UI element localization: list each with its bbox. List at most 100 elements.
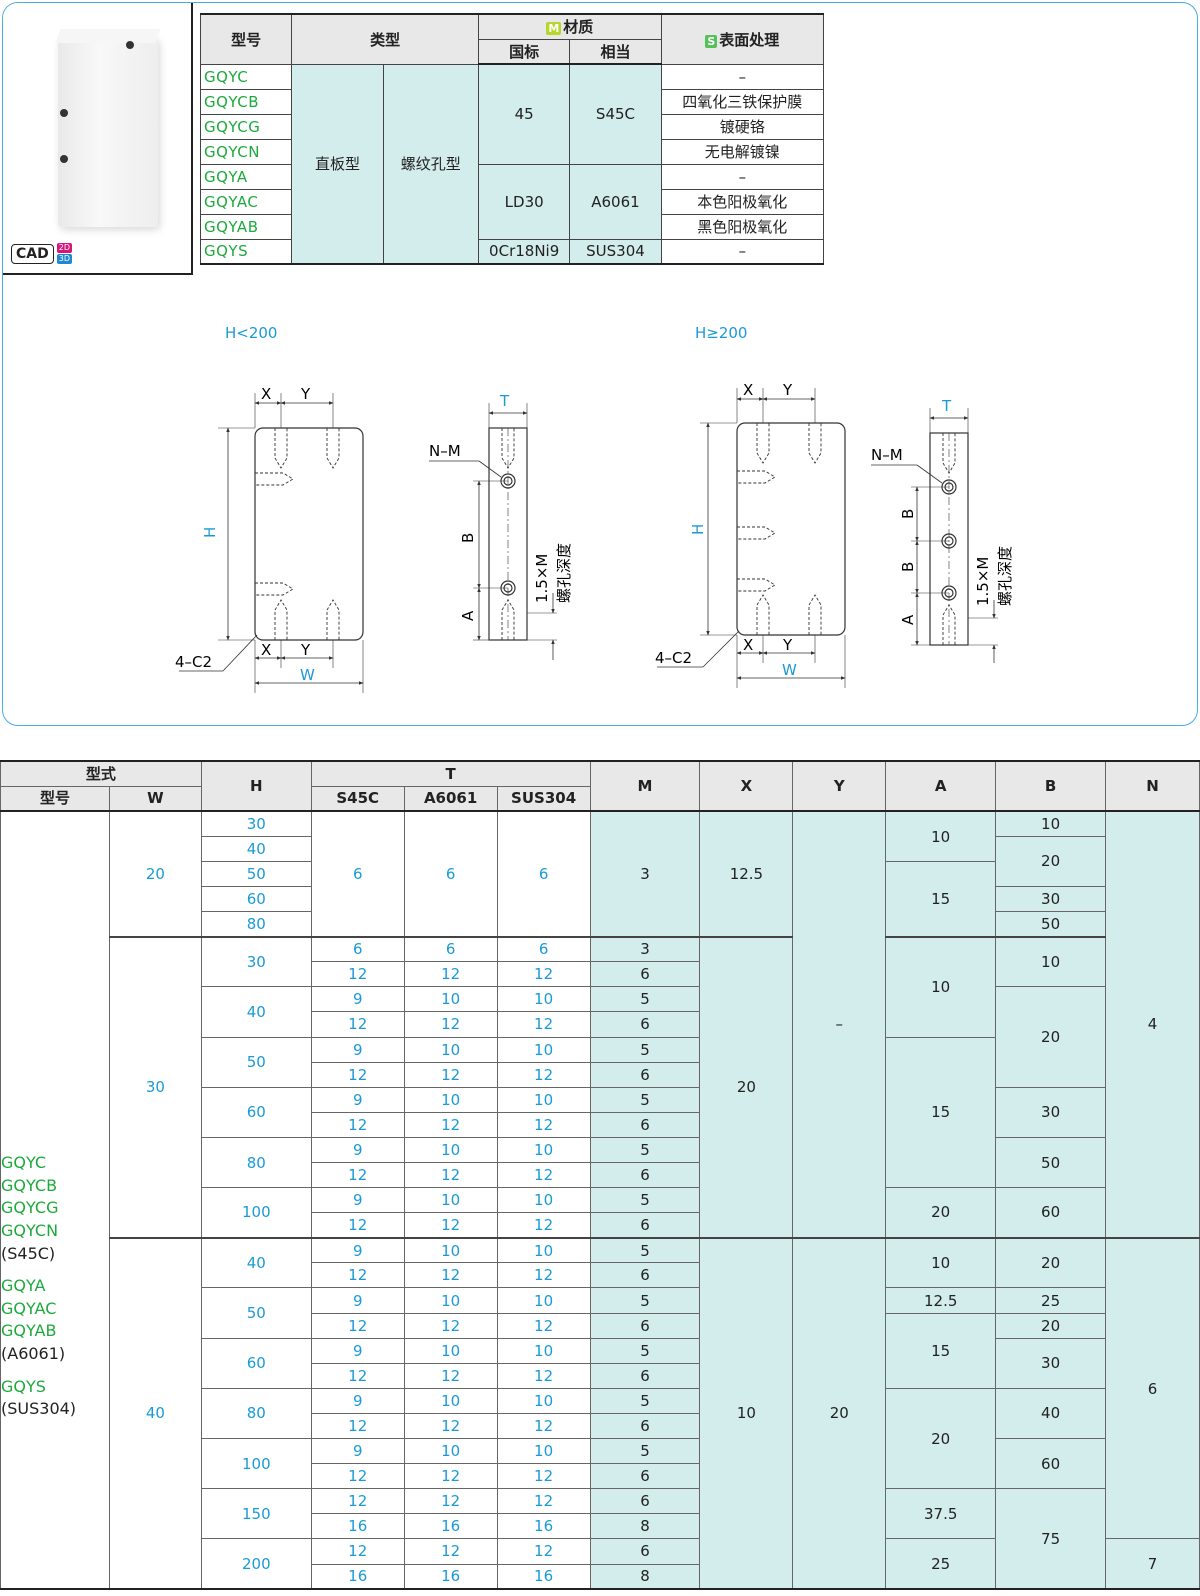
h-cell: 50 xyxy=(200,860,312,887)
m-cell: 6 xyxy=(589,1488,701,1515)
t-cell: 12 xyxy=(310,1061,405,1088)
w-cell: 20 xyxy=(108,810,202,938)
m-cell: 5 xyxy=(589,1237,701,1264)
b-cell: 50 xyxy=(995,911,1107,938)
t-cell: 12 xyxy=(496,1312,591,1339)
hole-spec: N–M xyxy=(429,442,461,460)
depth-label: 螺孔深度 xyxy=(996,546,1014,606)
w-cell: 30 xyxy=(108,936,202,1239)
product-image xyxy=(55,29,161,227)
t-cell: 12 xyxy=(310,1312,405,1339)
t-cell: 9 xyxy=(310,986,405,1013)
material-row: GQYA LD30 A6061 – xyxy=(199,163,825,240)
m-cell: 5 xyxy=(589,1187,701,1214)
a-cell: 15 xyxy=(885,1312,997,1389)
front-view-ge xyxy=(657,388,846,688)
m-cell: 6 xyxy=(589,1463,701,1490)
t-cell: 9 xyxy=(310,1287,405,1314)
t-cell: 12 xyxy=(496,961,591,988)
n-cell: 4 xyxy=(1105,810,1200,1239)
b-cell: 30 xyxy=(995,885,1107,913)
t-cell: 9 xyxy=(310,1337,405,1364)
model-name: GQYCG xyxy=(1,1198,59,1218)
header-x: X xyxy=(699,760,794,812)
h-cell: 100 xyxy=(200,1438,312,1490)
dim-y-top: Y xyxy=(782,381,793,399)
b-cell: 60 xyxy=(995,1187,1107,1239)
model-name: GQYA xyxy=(1,1276,46,1296)
t-cell: 10 xyxy=(403,1237,498,1264)
dim-b: B xyxy=(459,533,477,543)
m-cell: 6 xyxy=(589,1538,701,1565)
t-cell: 9 xyxy=(310,1187,405,1214)
m-cell: 3 xyxy=(589,810,701,938)
t-cell: 12 xyxy=(496,1463,591,1490)
t-cell: 16 xyxy=(403,1513,498,1540)
h-cell: 40 xyxy=(200,1237,312,1289)
header-n: N xyxy=(1105,760,1200,812)
surface-cell: – xyxy=(660,163,825,190)
a-cell: 10 xyxy=(885,936,997,1038)
side-view-lt xyxy=(429,403,557,660)
t-cell: 12 xyxy=(496,1488,591,1515)
t-cell: 12 xyxy=(310,1488,405,1515)
m-cell: 5 xyxy=(589,1287,701,1314)
t-cell: 12 xyxy=(496,1161,591,1189)
header-t: T xyxy=(310,760,591,787)
t-cell: 12 xyxy=(496,1362,591,1389)
m-cell: 6 xyxy=(589,1011,701,1038)
technical-drawing: H<200 H≥200 X Y H X Y W 4–C2 xyxy=(175,324,1014,693)
h-cell: 50 xyxy=(200,1287,312,1339)
x-cell: 12.5 xyxy=(699,810,794,938)
dim-y-top: Y xyxy=(300,385,311,403)
hole-spec: N–M xyxy=(871,446,903,464)
m-cell: 6 xyxy=(589,1412,701,1440)
model-name: GQYC xyxy=(1,1153,47,1173)
dim-y-bot: Y xyxy=(300,641,311,659)
cad-badge[interactable]: CAD 2D 3D xyxy=(11,243,72,264)
side-view-ge xyxy=(871,408,998,663)
m-cell: 6 xyxy=(589,1161,701,1189)
model-cell: GQYS xyxy=(199,238,293,265)
t-cell: 16 xyxy=(403,1563,498,1590)
t-cell: 12 xyxy=(496,1011,591,1038)
b-cell: 20 xyxy=(995,986,1107,1088)
surface-cell: 本色阳极氧化 xyxy=(660,188,825,215)
product-photo: CAD 2D 3D xyxy=(3,3,193,275)
model-name: GQYAB xyxy=(1,1321,57,1341)
t-cell: 10 xyxy=(496,1237,591,1264)
t-cell: 12 xyxy=(310,1111,405,1138)
m-cell: 6 xyxy=(589,1111,701,1138)
gb-cell: 0Cr18Ni9 xyxy=(477,238,571,265)
material-row: GQYC 直板型 螺纹孔型 45 S45C – xyxy=(199,63,825,265)
type2-cell: 螺纹孔型 xyxy=(382,63,480,265)
m-cell: 6 xyxy=(589,1262,701,1289)
header-a6061: A6061 xyxy=(403,785,498,812)
model-material: (SUS304) xyxy=(1,1399,77,1419)
dim-x-bot: X xyxy=(261,641,271,659)
t-cell: 10 xyxy=(403,986,498,1013)
b-cell: 30 xyxy=(995,1086,1107,1138)
t-cell: 12 xyxy=(496,1412,591,1440)
eq-cell: A6061 xyxy=(569,163,662,240)
model-cell: GQYCB xyxy=(199,88,293,115)
x-cell: 10 xyxy=(699,1237,794,1590)
t-cell: 12 xyxy=(403,1488,498,1515)
t-cell: 10 xyxy=(403,1287,498,1314)
m-cell: 8 xyxy=(589,1563,701,1590)
